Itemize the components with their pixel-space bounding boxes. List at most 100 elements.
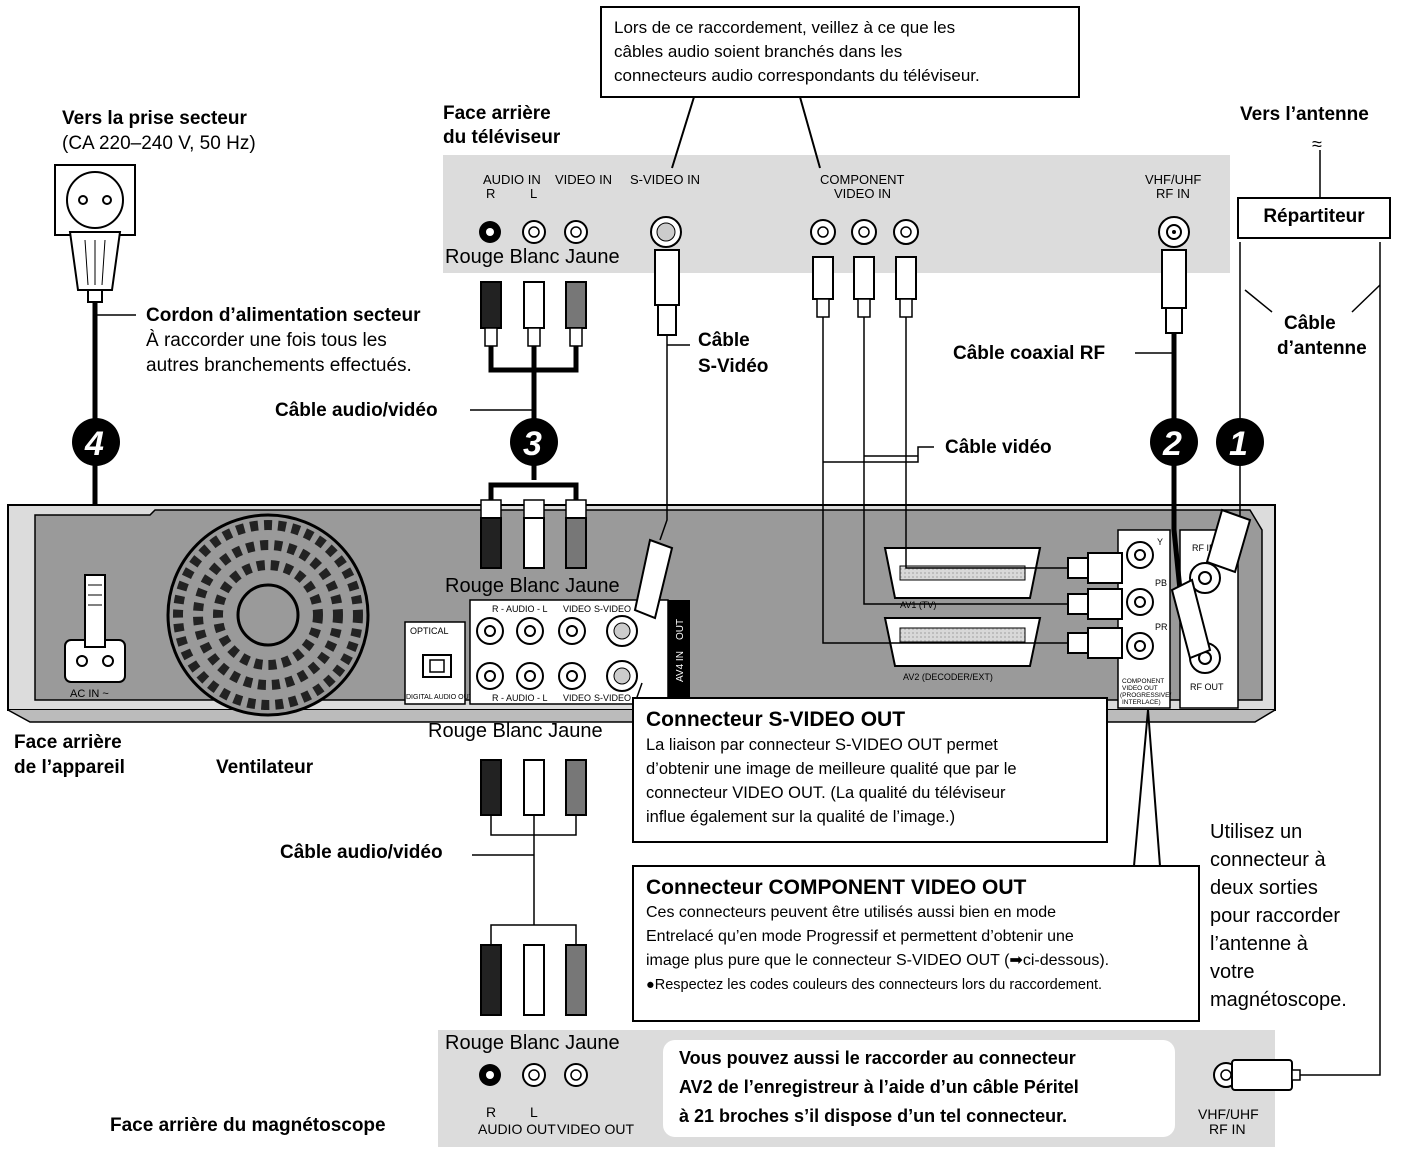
tv-rear-panel [443,155,1230,273]
in-svideo-label: S-VIDEO [594,693,631,703]
svg-text:3: 3 [523,425,542,463]
tv-rf-in-label-2: RF IN [1156,186,1190,201]
tv-component-in-label-1: COMPONENT [820,172,905,187]
vcr-title: Face arrière du magnétoscope [110,1115,386,1136]
out-svideo-label: S-VIDEO [594,604,631,614]
av1-scart [883,547,1042,599]
splitter-note-4: pour raccorder [1210,905,1341,927]
unit-title-2: de l’appareil [14,757,125,778]
component-callout-line-2: Entrelacé qu’en mode Progressif et perme… [646,928,1074,945]
comp-out-label-4: INTERLACE) [1122,699,1161,706]
vcr-audio-r-jack [479,1064,501,1086]
component-callout-title: Connecteur COMPONENT VIDEO OUT [646,876,1027,899]
unit-colors-top: Rouge Blanc Jaune [445,575,620,597]
pr-label: PR [1155,622,1168,632]
fan-icon [166,513,370,717]
tv-l-label: L [530,186,538,201]
tv-svideo-in-label: S-VIDEO IN [630,172,701,187]
unit-title-1: Face arrière [14,732,122,753]
component-callout-line-3: image plus pure que le connecteur S-VIDE… [646,952,1110,969]
coax-cable-label: Câble coaxial RF [953,343,1106,364]
splitter-note-5: l’antenne à [1210,933,1308,955]
out-audio-label: R - AUDIO - L [492,604,548,614]
step-2-badge: 2 [1150,418,1198,466]
mains-spec: (CA 220–240 V, 50 Hz) [62,133,256,154]
antenna-icon: ≈ [1312,134,1322,154]
vcr-note-line-3: à 21 broches s’il dispose d’un tel conne… [679,1106,1068,1126]
component-callout-line-1: Ces connecteurs peuvent être utilisés au… [646,904,1057,921]
top-note-callout: Lors de ce raccordement, veillez à ce qu… [600,6,1080,98]
unit-colors-bottom: Rouge Blanc Jaune [428,720,603,742]
svideo-cable [633,249,690,620]
rf-out-label: RF OUT [1190,682,1224,692]
tv-title-1: Face arrière [443,103,551,124]
vcr-audio-l-jack [522,1063,546,1087]
av2-label: AV2 (DECODER/EXT) [903,672,993,682]
vcr-rf-in-label-1: VHF/UHF [1198,1106,1259,1122]
ac-in-socket [64,574,126,683]
tv-r-label: R [486,186,496,201]
step-4-badge: 4 [72,418,120,466]
optical-out-port [404,621,466,705]
av-cable-label: Câble audio/vidéo [275,400,438,421]
video-cable [822,300,1068,644]
vcr-note-box: Vous pouvez aussi le raccorder au connec… [663,1040,1175,1137]
svideo-callout-line-1: La liaison par connecteur S-VIDEO OUT pe… [646,736,998,754]
tv-title-2: du téléviseur [443,127,561,148]
in-audio-label: R - AUDIO - L [492,693,548,703]
svg-text:4: 4 [84,425,104,463]
svideo-callout-line-3: connecteur VIDEO OUT. (La qualité du tél… [646,784,1006,802]
tv-component-y-jack [810,219,836,245]
svg-text:1: 1 [1229,425,1248,463]
av-cable-upper [470,281,587,569]
tv-rf-in-jack [1158,216,1190,248]
tv-audio-r-jack [479,221,501,243]
pb-label: PB [1155,578,1167,588]
tv-component-pb-jack [851,219,877,245]
optical-label: OPTICAL [410,626,449,636]
unit-out-jacks [476,615,638,647]
tv-component-in-label-2: VIDEO IN [834,186,892,201]
y-label: Y [1157,537,1163,547]
vcr-rf-in-label-2: RF IN [1209,1121,1246,1137]
tv-svideo-in-jack [650,216,682,248]
fan-label: Ventilateur [216,757,314,778]
digital-out-label: DIGITAL AUDIO OUT [406,694,474,701]
comp-out-label-2: VIDEO OUT [1122,685,1158,692]
comp-out-label-1: COMPONENT [1122,678,1164,685]
vcr-video-out-jack [564,1063,588,1087]
antenna-title: Vers l’antenne [1240,104,1369,125]
component-callout-bullet: ●Respectez les codes couleurs des connec… [646,977,1103,993]
svideo-callout: Connecteur S-VIDEO OUT La liaison par co… [632,697,1108,843]
splitter-note: Utilisez un connecteur à deux sorties po… [1210,818,1347,1014]
av1-label: AV1 (TV) [900,600,936,610]
splitter-note-6: votre [1210,961,1255,983]
splitter-label: Répartiteur [1263,206,1365,227]
antenna-cable-label-2: d’antenne [1277,338,1367,359]
svideo-cable-label-1: Câble [698,330,750,351]
wall-socket-icon [54,164,136,236]
antenna-cable-label-1: Câble [1284,313,1336,334]
vcr-rf-in-jack [1213,1059,1301,1091]
comp-out-label-3: (PROGRESSIVE/ [1120,692,1171,699]
video-cable-label: Câble vidéo [945,437,1052,458]
svideo-callout-line-4: influe également sur la qualité de l’ima… [646,808,956,826]
power-cord-title: Cordon d’alimentation secteur [146,305,421,326]
top-note-line-3: connecteurs audio correspondants du télé… [614,66,980,85]
splitter-note-3: deux sorties [1210,877,1318,899]
mains-plug-icon [68,231,122,303]
component-pointer [1133,709,1161,867]
vcr-r-label: R [486,1104,497,1120]
power-cord-note-1: À raccorder une fois tous les [146,330,387,351]
top-note-line-1: Lors de ce raccordement, veillez à ce qu… [614,18,956,37]
tv-video-in-label: VIDEO IN [555,172,613,187]
step-3-badge: 3 [510,418,558,466]
vcr-l-label: L [530,1104,538,1120]
splitter-box: Répartiteur [1237,197,1391,239]
unit-av4-in-jacks [476,660,638,692]
tv-colors-label: Rouge Blanc Jaune [445,246,620,268]
vcr-colors-label: Rouge Blanc Jaune [445,1032,620,1054]
splitter-note-2: connecteur à [1210,849,1326,871]
step-1-badge: 1 [1216,418,1264,466]
power-cord-note-2: autres branchements effectués. [146,355,412,376]
